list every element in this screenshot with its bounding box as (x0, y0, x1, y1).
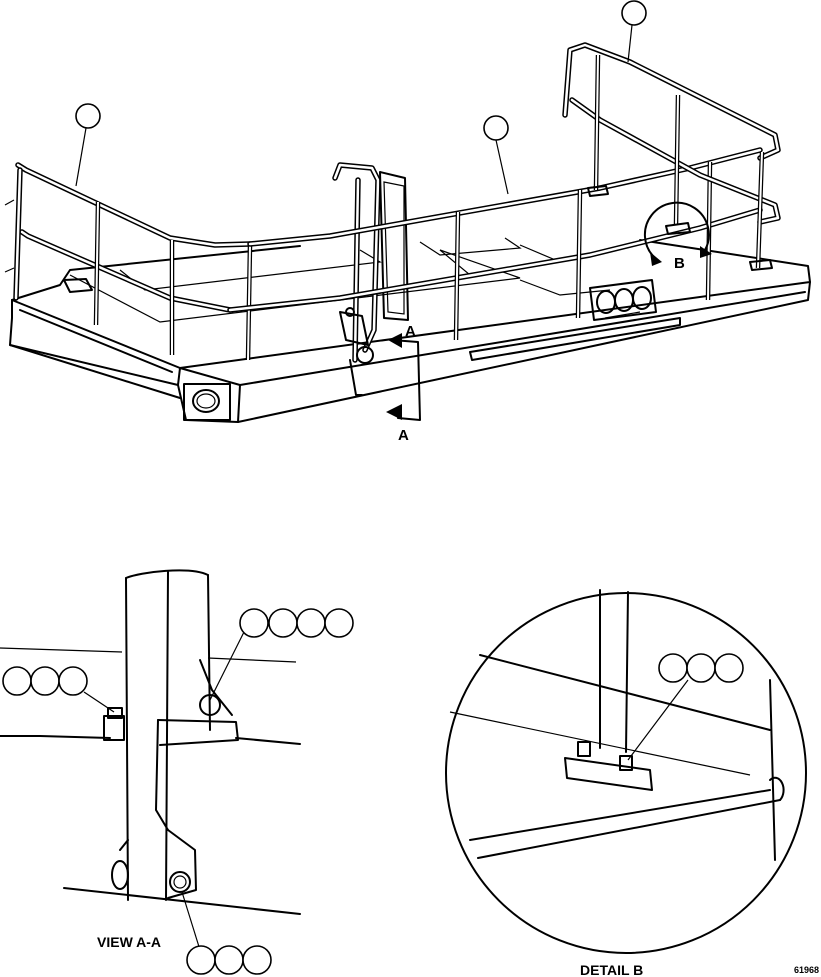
view-a-a-caption: VIEW A-A (97, 934, 161, 950)
callout-balloon (75, 103, 101, 129)
callout-balloon (714, 653, 744, 683)
detail-b-view: DETAIL B (445, 589, 807, 977)
view-a-a: VIEW A-A (0, 569, 354, 975)
callout-balloon (214, 945, 244, 975)
platform-assembly-view: B A A (4, 0, 811, 444)
callout-balloon (239, 608, 269, 638)
callout-balloon (658, 653, 688, 683)
main-callouts (75, 0, 647, 195)
entry-gate (332, 162, 409, 396)
platform-base (9, 237, 811, 423)
callout-balloon (483, 115, 509, 141)
callout-balloon (58, 666, 88, 696)
callout-balloon (268, 608, 298, 638)
callout-balloon (242, 945, 272, 975)
drawing-number: 61968 (794, 965, 819, 975)
detail-b-caption: DETAIL B (580, 962, 643, 977)
callout-balloon (686, 653, 716, 683)
callout-balloon (296, 608, 326, 638)
section-a-bottom-letter: A (398, 427, 409, 444)
callout-balloon (621, 0, 647, 26)
detail-b-letter: B (674, 255, 685, 272)
callout-balloon (324, 608, 354, 638)
callout-balloon (2, 666, 32, 696)
callout-balloon (186, 945, 216, 975)
right-handrail (227, 147, 763, 341)
callout-balloon (30, 666, 60, 696)
left-handrail (4, 162, 253, 361)
section-a-top-letter: A (405, 323, 416, 340)
section-a-cut: A A (386, 323, 421, 444)
detail-b-marker: B (643, 201, 712, 272)
